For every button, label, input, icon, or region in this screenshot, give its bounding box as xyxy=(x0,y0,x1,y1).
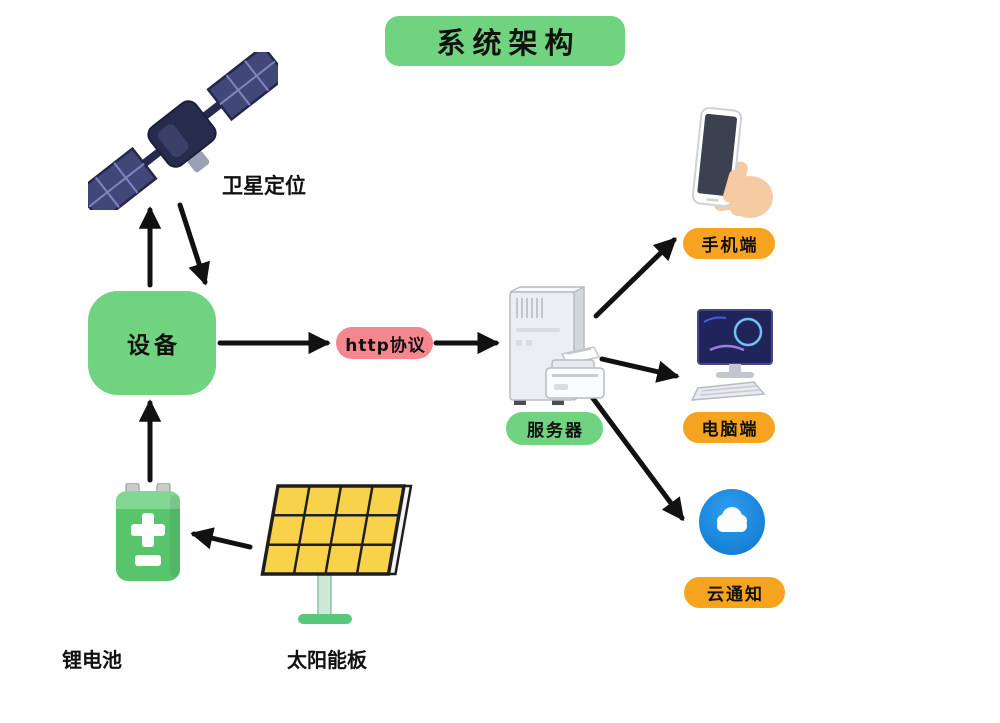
desktop-node: 电脑端 xyxy=(683,412,775,443)
battery-icon xyxy=(113,482,183,583)
arrow-server-to-desktop xyxy=(599,356,680,383)
server-node: 服务器 xyxy=(506,412,603,445)
http-protocol-node: http协议 xyxy=(336,327,433,359)
satellite-icon xyxy=(75,44,289,224)
solar-panel-icon xyxy=(246,480,426,630)
phone-in-hand-icon xyxy=(680,105,775,220)
cloud-icon xyxy=(697,487,767,557)
arrow-satellite-to-device xyxy=(177,202,210,286)
desktop-computer-icon xyxy=(690,308,780,403)
satellite-label: 卫星定位 xyxy=(222,174,306,198)
device-node: 设备 xyxy=(88,291,216,395)
mobile-node: 手机端 xyxy=(683,228,775,259)
cloud-notify-node: 云通知 xyxy=(684,577,785,608)
solar-panel-label: 太阳能板 xyxy=(287,648,367,672)
arrow-server-to-cloud xyxy=(589,394,685,522)
battery-label: 锂电池 xyxy=(62,648,122,672)
page-title: 系统架构 xyxy=(385,16,625,66)
arrow-solar-to-battery xyxy=(190,527,253,550)
server-tower-icon xyxy=(502,282,610,407)
